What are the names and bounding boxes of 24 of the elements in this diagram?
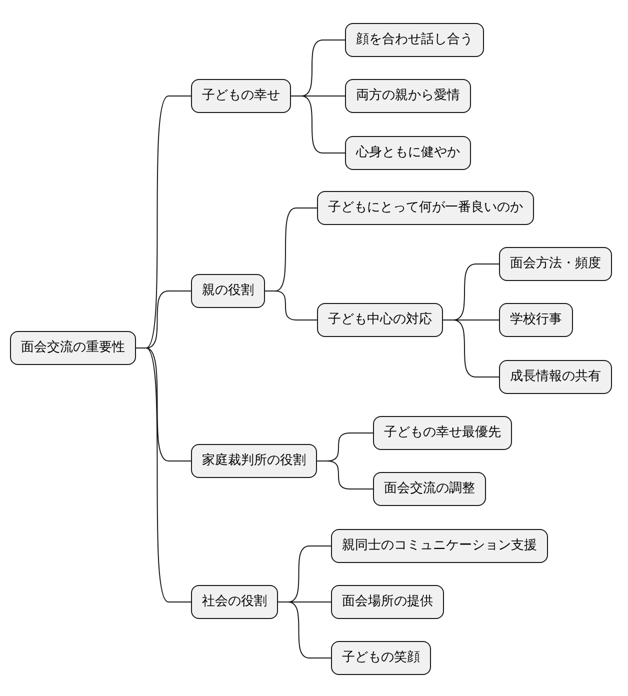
connector-line xyxy=(136,348,192,602)
topic-box: 親の役割 xyxy=(191,274,265,308)
topic-box: 心身ともに健やか xyxy=(345,136,471,170)
connector-line xyxy=(278,602,332,658)
topic-box: 顔を合わせ話し合う xyxy=(345,23,484,57)
topic-box: 面会交流の重要性 xyxy=(10,331,136,365)
topic-box: 子どもにとって何が一番良いのか xyxy=(317,191,534,225)
topic-box: 子どもの幸せ xyxy=(191,79,291,113)
topic-box: 子どもの笑顔 xyxy=(331,641,431,675)
topic-box: 成長情報の共有 xyxy=(499,360,612,394)
connector-line xyxy=(264,290,318,320)
connector-line xyxy=(316,460,374,490)
topic-box: 面会場所の提供 xyxy=(331,585,444,619)
connector-line xyxy=(290,96,346,154)
topic-box: 社会の役割 xyxy=(191,585,278,619)
connector-line xyxy=(442,320,500,378)
topic-box: 子どもの幸せ最優先 xyxy=(373,416,512,450)
topic-box: 親同士のコミュニケーション支援 xyxy=(331,529,548,563)
topic-box: 面会交流の調整 xyxy=(373,472,486,506)
topic-box: 子ども中心の対応 xyxy=(317,303,443,337)
topic-box: 家庭裁判所の役割 xyxy=(191,444,317,478)
topic-box: 面会方法・頻度 xyxy=(499,247,612,281)
topic-box: 両方の親から愛情 xyxy=(345,79,471,113)
topic-box: 学校行事 xyxy=(499,303,573,337)
